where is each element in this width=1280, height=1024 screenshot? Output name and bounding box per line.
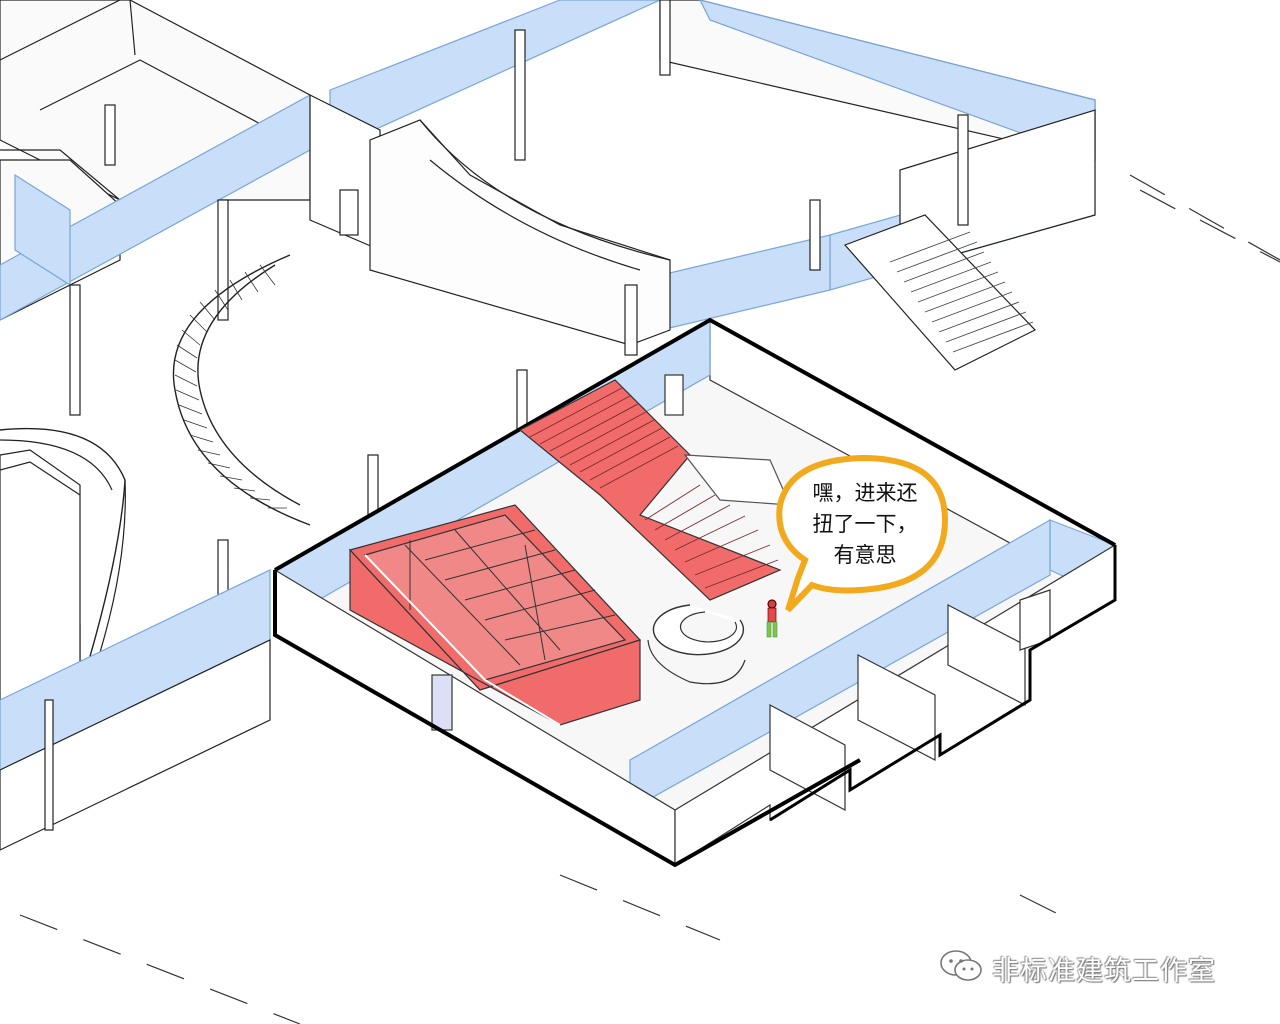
speech-bubble	[776, 454, 949, 613]
watermark: 非标准建筑工作室	[938, 948, 1216, 988]
stair-upper-right	[843, 214, 1036, 371]
curved-bench	[647, 604, 746, 685]
corner-column	[44, 699, 54, 831]
person-figure	[766, 599, 778, 638]
wechat-icon	[938, 948, 984, 988]
lower-left-wall	[0, 639, 271, 851]
left-curved-pavilion	[0, 427, 126, 761]
speech-line-1: 嘿，进来还	[812, 481, 918, 505]
red-shelving-volume	[348, 504, 642, 726]
speech-line-3: 有意思	[833, 543, 897, 567]
speech-bubble-text: 嘿，进来还 扭了一下， 有意思	[790, 478, 940, 571]
speech-line-2: 扭了一下，	[812, 512, 918, 536]
watermark-text: 非标准建筑工作室	[992, 955, 1216, 987]
dashed-grid-lines	[19, 174, 1280, 1024]
glass-band-left	[0, 0, 661, 321]
spiral-staircase	[172, 254, 311, 526]
central-curved-wall	[309, 94, 671, 356]
